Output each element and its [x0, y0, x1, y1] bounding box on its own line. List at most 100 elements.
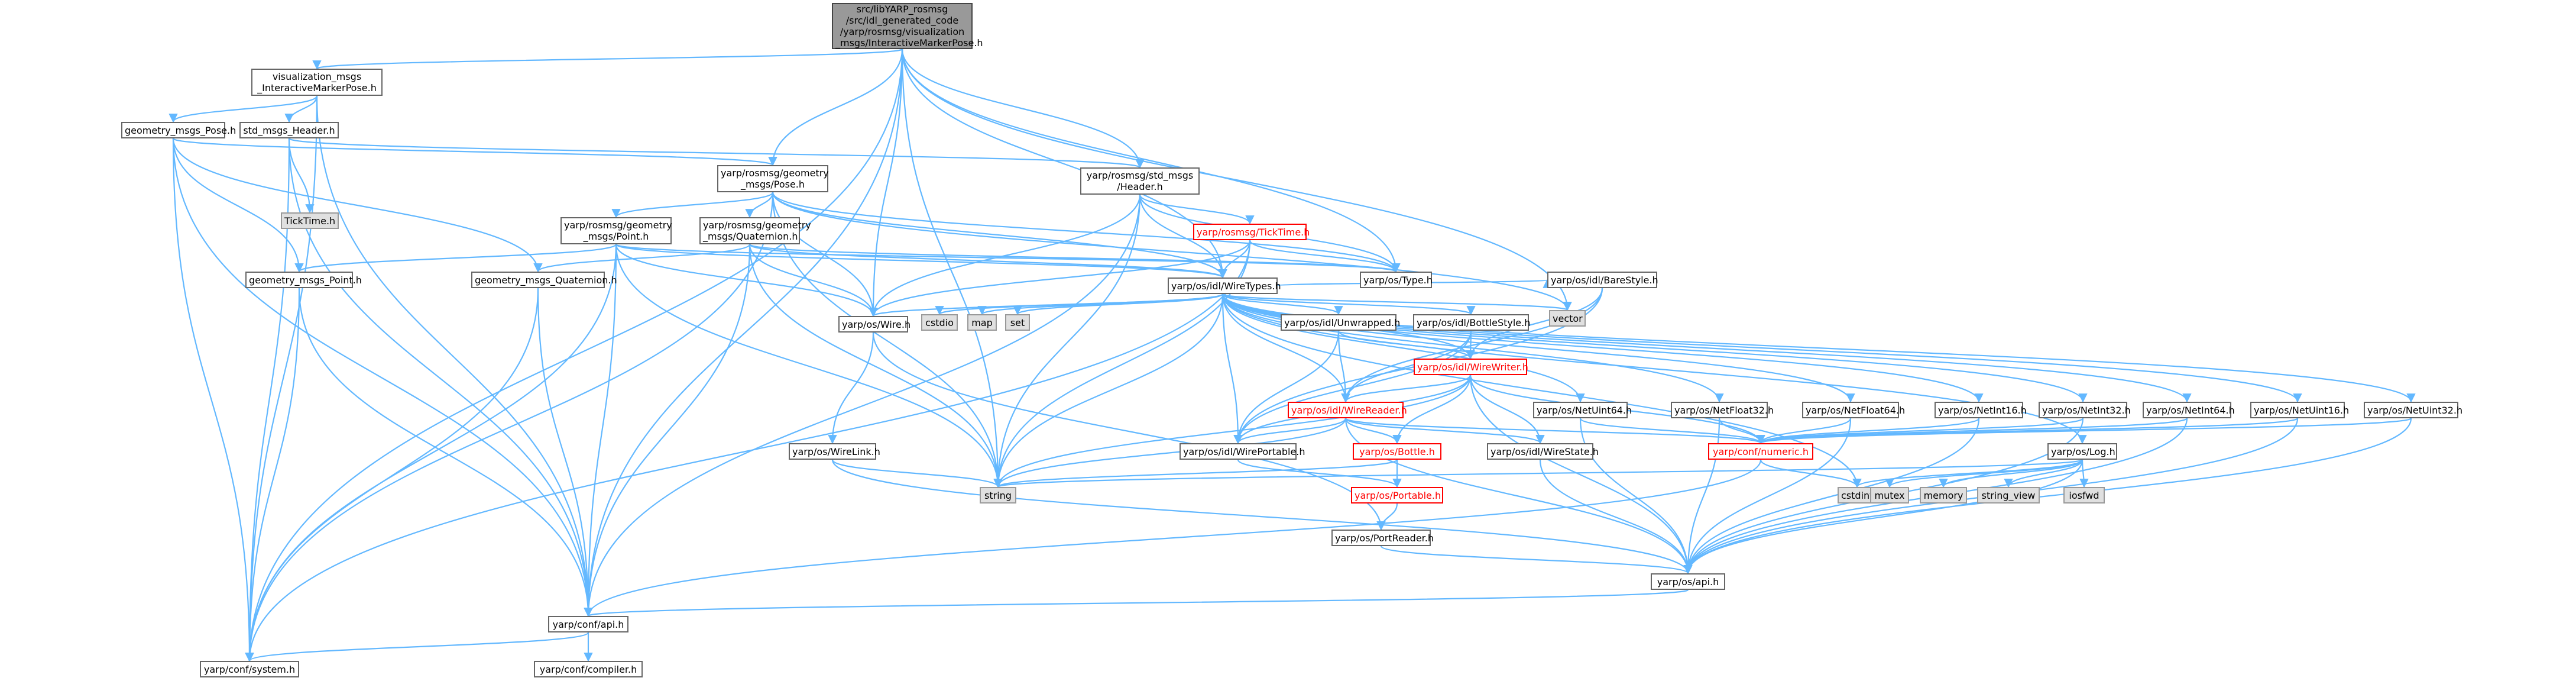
node-os-wire[interactable]: yarp/os/Wire.h [838, 316, 911, 333]
node-os-log[interactable]: yarp/os/Log.h [2047, 443, 2117, 460]
node-label: cstdint [1841, 489, 1874, 501]
node-std-header[interactable]: std_msgs_Header.h [239, 122, 339, 138]
node-os-wirelink[interactable]: yarp/os/WireLink.h [789, 443, 880, 460]
node-idl-wirewriter[interactable]: yarp/os/idl/WireWriter.h [1414, 359, 1528, 375]
node-netint16[interactable]: yarp/os/NetInt16.h [1935, 402, 2027, 418]
node-label: yarp/os/Bottle.h [1359, 446, 1435, 457]
edge-rosgeom-point-to-idl-wiretypes [615, 243, 1227, 279]
node-iosfwd[interactable]: iosfwd [2063, 487, 2105, 504]
edge-netuint32-to-conf-numeric [1757, 417, 2412, 444]
edge-os-bottle-to-string [993, 459, 1398, 488]
edge-os-wirelink-to-string [831, 459, 1003, 488]
edge-idl-wirewriter-to-idl-wirereader [1341, 375, 1472, 403]
edge-os-api-to-conf-api [584, 589, 1689, 617]
node-label: string [984, 489, 1012, 501]
node-conf-system[interactable]: yarp/conf/system.h [200, 661, 299, 677]
edge-os-portreader-to-os-api [1380, 545, 1693, 575]
node-geom-point[interactable]: geometry_msgs_Point.h [245, 272, 362, 288]
node-rosgeom-quat[interactable]: yarp/rosmsg/geometry _msgs/Quaternion.h [699, 217, 811, 244]
node-label: visualization_msgs [272, 71, 362, 82]
edge-idl-wirereader-to-idl-wireportable [1233, 418, 1347, 444]
edge-os-portable-to-os-portreader [1376, 503, 1398, 531]
node-label: iosfwd [2069, 489, 2099, 501]
edge-rosstd-header-to-conf-api [584, 194, 1141, 617]
node-rosstd-header[interactable]: yarp/rosmsg/std_msgs /Header.h [1080, 167, 1200, 195]
edge-idl-wirestate-to-os-api [1539, 459, 1693, 575]
edge-netint16-to-os-api [1683, 418, 1980, 575]
node-idl-bottlestyle[interactable]: yarp/os/idl/BottleStyle.h [1413, 314, 1531, 331]
node-idl-wiretypes[interactable]: yarp/os/idl/WireTypes.h [1168, 277, 1281, 294]
node-map[interactable]: map [967, 314, 997, 331]
node-label: yarp/os/NetUint32.h [2367, 404, 2463, 416]
node-label: yarp/os/idl/WireTypes.h [1171, 280, 1281, 292]
node-os-bottle[interactable]: yarp/os/Bottle.h [1353, 443, 1441, 460]
edge-netuint16-to-conf-numeric [1756, 417, 2299, 444]
node-idl-wirereader[interactable]: yarp/os/idl/WireReader.h [1288, 402, 1407, 418]
node-conf-compiler[interactable]: yarp/conf/compiler.h [534, 661, 643, 677]
node-label: memory [1923, 489, 1963, 501]
node-label: yarp/os/Wire.h [842, 318, 911, 330]
node-ticktime[interactable]: TickTime.h [281, 212, 339, 229]
node-netuint32[interactable]: yarp/os/NetUint32.h [2364, 402, 2463, 418]
node-rosgeom-point[interactable]: yarp/rosmsg/geometry _msgs/Point.h [560, 217, 672, 244]
edge-idl-barestyle-to-idl-wirereader [1341, 288, 1603, 403]
node-idl-wirestate[interactable]: yarp/os/idl/WireState.h [1487, 443, 1599, 460]
node-idl-barestyle[interactable]: yarp/os/idl/BareStyle.h [1547, 272, 1658, 288]
edge-std-header-to-conf-system [245, 138, 290, 662]
node-conf-numeric[interactable]: yarp/conf/numeric.h [1708, 443, 1813, 460]
node-vis-imp[interactable]: visualization_msgs _InteractiveMarkerPos… [251, 69, 383, 96]
node-idl-wireportable[interactable]: yarp/os/idl/WirePortable.h [1180, 443, 1305, 460]
node-label: yarp/os/Log.h [2051, 446, 2115, 457]
node-label: yarp/os/WireLink.h [792, 446, 880, 457]
edge-idl-unwrapped-to-idl-wirewriter [1337, 330, 1475, 360]
node-conf-api[interactable]: yarp/conf/api.h [548, 616, 628, 632]
node-set[interactable]: set [1005, 314, 1030, 331]
node-ros-ticktime[interactable]: yarp/rosmsg/TickTime.h [1193, 224, 1310, 240]
node-memory[interactable]: memory [1920, 487, 1967, 504]
node-label: yarp/os/idl/BottleStyle.h [1417, 317, 1531, 328]
node-label: yarp/conf/system.h [203, 663, 296, 675]
node-rosgeom-pose[interactable]: yarp/rosmsg/geometry _msgs/Pose.h [717, 165, 829, 192]
node-cstdio[interactable]: cstdio [921, 314, 958, 331]
node-os-type[interactable]: yarp/os/Type.h [1360, 272, 1433, 288]
node-vector[interactable]: vector [1549, 310, 1586, 327]
edge-os-log-to-string-view [2004, 459, 2084, 488]
edge-idl-bottlestyle-to-idl-wirereader [1341, 330, 1472, 403]
node-netfloat32[interactable]: yarp/os/NetFloat32.h [1671, 402, 1774, 418]
node-label: cstdio [925, 317, 954, 328]
edge-geom-pose-to-conf-system [172, 138, 254, 662]
edge-ros-ticktime-to-os-wire [869, 240, 1251, 317]
node-label: src/libYARP_rosmsg [856, 4, 948, 15]
node-os-api[interactable]: yarp/os/api.h [1651, 573, 1725, 590]
node-label: geometry_msgs_Pose.h [125, 124, 236, 136]
node-label: string_view [1981, 489, 2036, 501]
node-label: yarp/rosmsg/std_msgs [1086, 170, 1194, 181]
node-os-portable[interactable]: yarp/os/Portable.h [1351, 487, 1443, 504]
node-netuint16[interactable]: yarp/os/NetUint16.h [2250, 402, 2349, 418]
node-netfloat64[interactable]: yarp/os/NetFloat64.h [1802, 402, 1905, 418]
node-label: _msgs/Point.h [583, 231, 649, 242]
edge-idl-wiretypes-to-cstdio [935, 293, 1224, 315]
node-string[interactable]: string [980, 487, 1016, 504]
node-netuint64[interactable]: yarp/os/NetUint64.h [1533, 402, 1632, 418]
node-os-portreader[interactable]: yarp/os/PortReader.h [1331, 530, 1434, 546]
node-netint64[interactable]: yarp/os/NetInt64.h [2143, 402, 2235, 418]
edge-idl-wiretypes-to-idl-unwrapped [1221, 293, 1343, 315]
node-idl-unwrapped[interactable]: yarp/os/idl/Unwrapped.h [1281, 314, 1400, 331]
node-root[interactable]: src/libYARP_rosmsg /src/idl_generated_co… [832, 3, 983, 49]
edge-rosgeom-quat-to-geom-quat [533, 244, 751, 273]
edge-idl-unwrapped-to-idl-wireportable [1233, 330, 1340, 444]
node-label: map [971, 317, 993, 328]
edge-rosgeom-quat-to-idl-wiretypes [749, 243, 1227, 279]
node-mutex[interactable]: mutex [1870, 487, 1909, 504]
node-geom-pose[interactable]: geometry_msgs_Pose.h [121, 122, 236, 138]
node-geom-quat[interactable]: geometry_msgs_Quaternion.h [471, 272, 617, 288]
node-label: yarp/os/Portable.h [1355, 489, 1441, 501]
edge-idl-wirereader-to-conf-numeric [1344, 417, 1765, 444]
node-label: _msgs/Quaternion.h [703, 231, 798, 242]
edge-idl-wiretypes-to-os-log [1221, 293, 2087, 444]
edge-root-to-vis-imp [313, 48, 903, 70]
node-netint32[interactable]: yarp/os/NetInt32.h [2039, 402, 2131, 418]
node-string-view[interactable]: string_view [1977, 487, 2040, 504]
edge-root-to-os-type [901, 49, 1401, 273]
